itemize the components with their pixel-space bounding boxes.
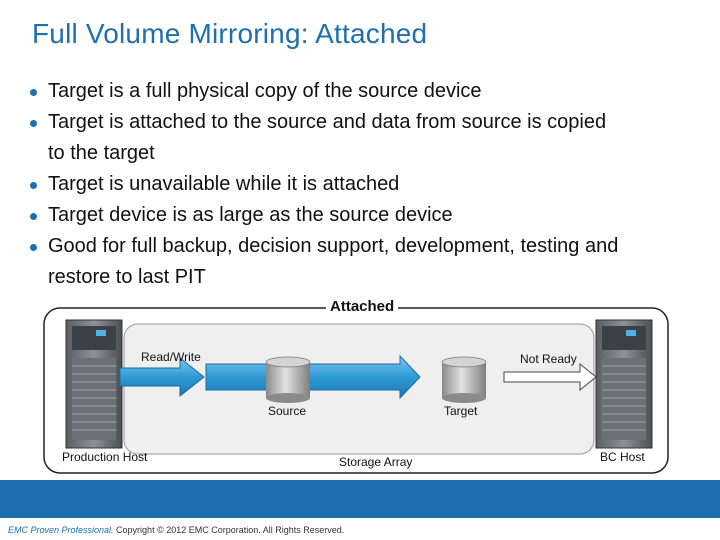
production-host-server-icon: [65, 319, 123, 449]
footer-brand: EMC Proven Professional.: [8, 525, 114, 535]
source-disk-icon: [265, 356, 311, 403]
bc-host-server-icon: [595, 319, 653, 449]
read-write-label: Read/Write: [141, 350, 201, 364]
bullet-item: Target is attached to the source and dat…: [30, 107, 700, 169]
bullet-continuation: to the target: [48, 142, 155, 164]
target-label: Target: [444, 404, 478, 418]
attached-label: Attached: [326, 298, 399, 315]
bullet-item: Target is unavailable while it is attach…: [30, 169, 700, 200]
bc-host-label: BC Host: [600, 450, 645, 464]
bullet-item: Target device is as large as the source …: [30, 200, 700, 231]
bullet-item: Target is a full physical copy of the so…: [30, 76, 700, 107]
storage-array-label: Storage Array: [339, 455, 413, 469]
production-host-label: Production Host: [62, 450, 148, 464]
bullet-dot-icon: [30, 213, 37, 220]
footer-copyright-text: Copyright © 2012 EMC Corporation. All Ri…: [113, 525, 345, 535]
bullet-text: Target is a full physical copy of the so…: [48, 80, 482, 102]
bullet-list: Target is a full physical copy of the so…: [30, 76, 700, 293]
bullet-continuation: restore to last PIT: [48, 266, 206, 288]
bullet-item: Good for full backup, decision support, …: [30, 231, 700, 293]
target-disk-icon: [441, 356, 487, 403]
bullet-text: Target is attached to the source and dat…: [48, 111, 607, 133]
mirror-arrow-icon: [205, 354, 421, 400]
bullet-dot-icon: [30, 244, 37, 251]
bullet-text: Target is unavailable while it is attach…: [48, 173, 400, 195]
footer-bar: [0, 480, 720, 518]
bullet-dot-icon: [30, 120, 37, 127]
bullet-text: Target device is as large as the source …: [48, 204, 453, 226]
source-label: Source: [268, 404, 307, 418]
bullet-text: Good for full backup, decision support, …: [48, 235, 619, 257]
read-write-arrow-icon: [119, 356, 205, 398]
mirroring-diagram: [43, 307, 669, 474]
footer-copyright: EMC Proven Professional. Copyright © 201…: [8, 525, 344, 535]
not-ready-label: Not Ready: [520, 352, 577, 366]
not-ready-arrow-icon: [503, 362, 597, 392]
bullet-dot-icon: [30, 182, 37, 189]
bullet-dot-icon: [30, 89, 37, 96]
slide-title: Full Volume Mirroring: Attached: [32, 18, 428, 49]
